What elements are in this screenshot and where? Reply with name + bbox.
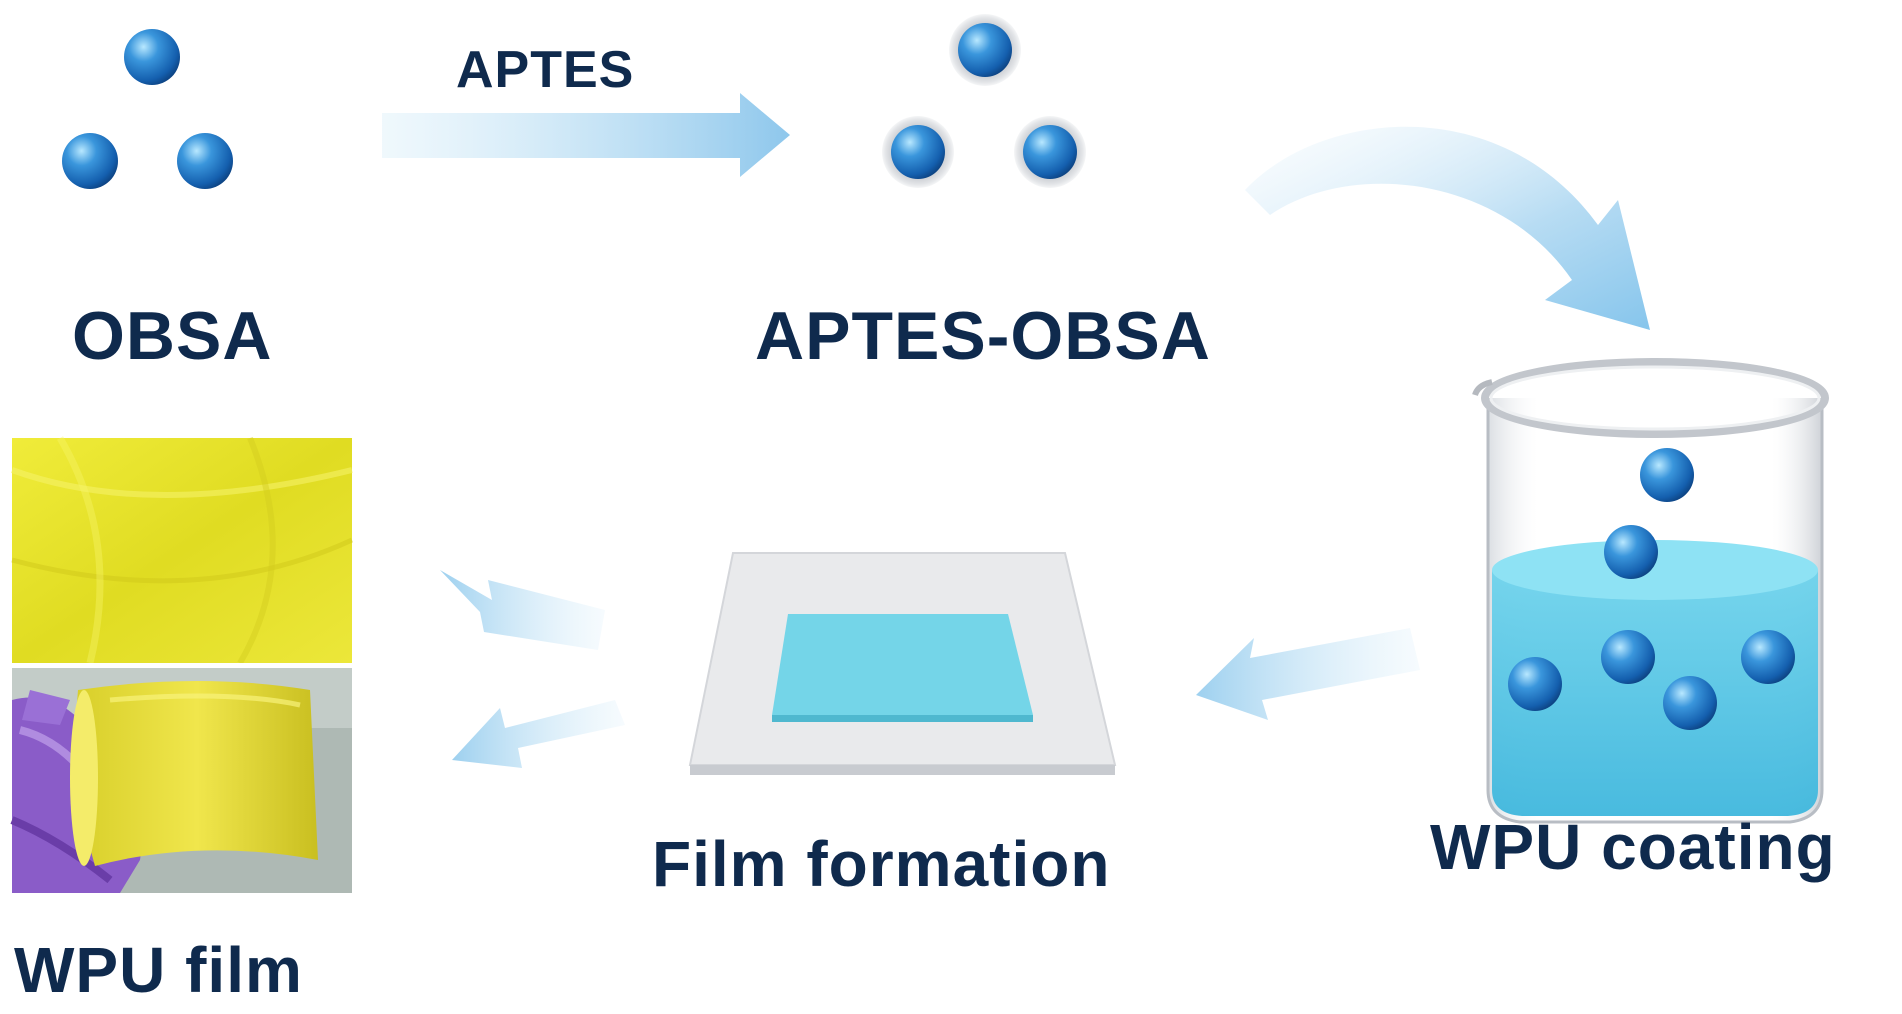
nanoparticle-icon — [62, 133, 118, 189]
obsa-particles — [62, 29, 233, 189]
film-formation-label: Film formation — [652, 828, 1111, 900]
film-layer — [772, 614, 1033, 715]
substrate-icon — [688, 552, 1117, 775]
straight-arrow-icon — [440, 570, 605, 650]
aptes-obsa-particles — [882, 14, 1086, 188]
wpu-film-photo-flat — [10, 436, 354, 665]
aptes-label: APTES — [456, 41, 635, 99]
nanoparticle-icon — [1663, 676, 1717, 730]
nanoparticle-icon — [124, 29, 180, 85]
curved-arrow-icon — [1245, 126, 1650, 330]
nanoparticle-icon — [1508, 657, 1562, 711]
beaker-icon — [1472, 358, 1829, 824]
photo-divider — [12, 663, 352, 668]
straight-arrow-icon — [382, 93, 790, 177]
aptes-obsa-label: APTES-OBSA — [755, 298, 1211, 374]
straight-arrow-icon — [1196, 628, 1420, 720]
nanoparticle-icon — [1741, 630, 1795, 684]
nanoparticle-icon — [177, 133, 233, 189]
wpu-coating-label: WPU coating — [1430, 811, 1836, 883]
obsa-label: OBSA — [72, 298, 273, 374]
wpu-liquid — [1492, 570, 1818, 816]
straight-arrow-icon — [452, 700, 625, 768]
nanoparticle-icon — [1640, 448, 1694, 502]
wpu-film-photo-bent — [10, 668, 352, 893]
wpu-film-label: WPU film — [14, 934, 303, 1006]
nanoparticle-icon — [1604, 525, 1658, 579]
nanoparticle-icon — [1601, 630, 1655, 684]
